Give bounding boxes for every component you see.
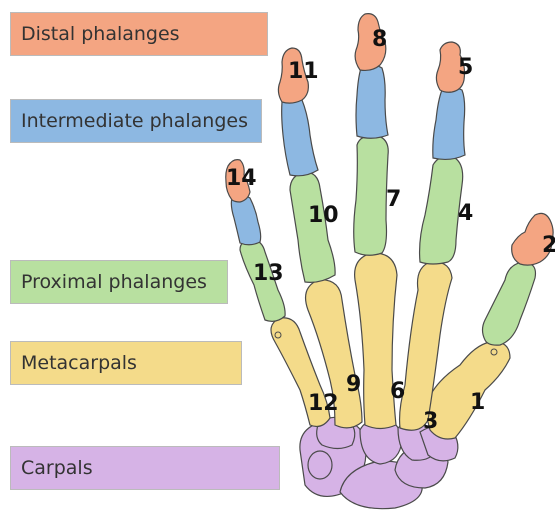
- number-7: 7: [386, 187, 401, 212]
- number-8: 8: [372, 27, 387, 52]
- number-14: 14: [226, 166, 257, 191]
- proximal-index: [420, 157, 463, 264]
- number-1: 1: [470, 390, 485, 415]
- distal-group: [226, 14, 553, 265]
- proximal-middle: [354, 135, 389, 255]
- number-3: 3: [423, 409, 438, 434]
- proximal-thumb: [483, 262, 536, 345]
- number-11: 11: [288, 59, 319, 84]
- intermediate-index: [433, 88, 465, 160]
- intermediate-middle: [356, 65, 388, 138]
- intermediate-little: [231, 196, 260, 245]
- pisiform-bone: [308, 451, 332, 479]
- number-5: 5: [458, 55, 473, 80]
- number-2: 2: [542, 233, 555, 258]
- number-9: 9: [346, 372, 361, 397]
- number-4: 4: [458, 201, 473, 226]
- intermediate-ring: [282, 98, 318, 176]
- number-10: 10: [308, 203, 339, 228]
- number-6: 6: [390, 379, 405, 404]
- number-13: 13: [253, 261, 284, 286]
- number-12: 12: [308, 391, 339, 416]
